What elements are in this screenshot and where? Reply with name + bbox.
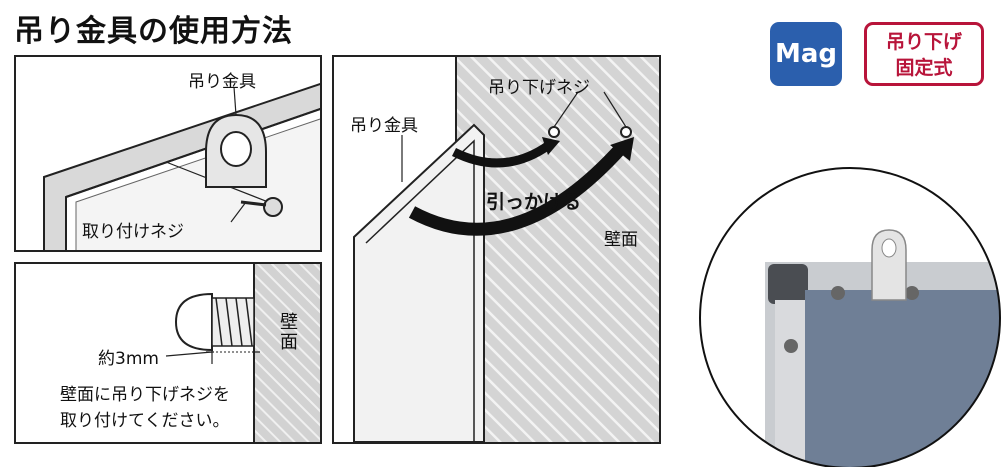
detail-photo-circle: [0, 0, 1005, 467]
